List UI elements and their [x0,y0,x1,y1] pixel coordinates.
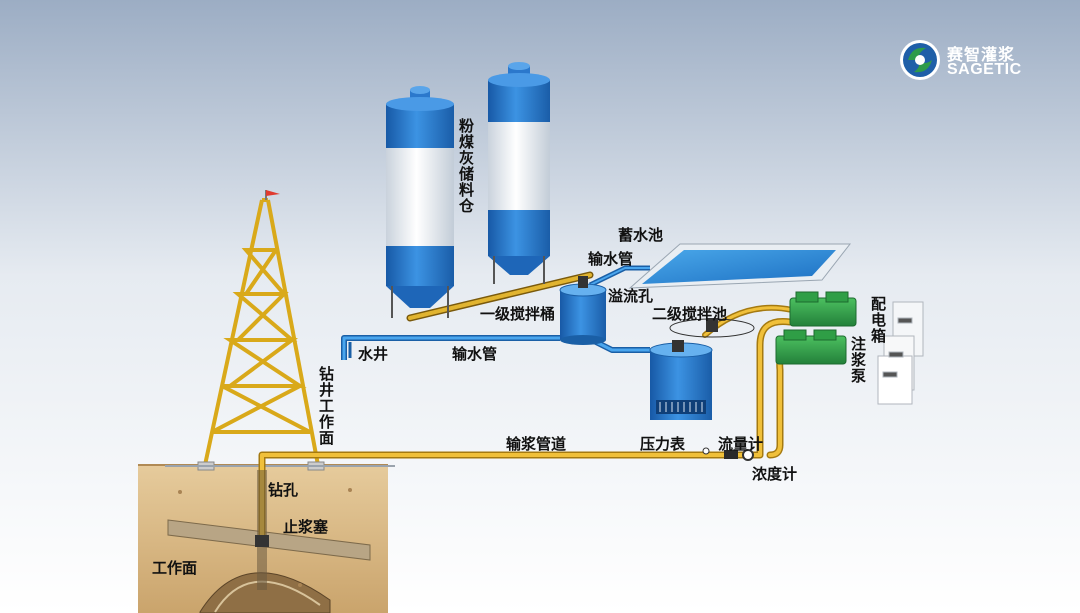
densimeter-icon [742,449,754,461]
mixer-1 [559,276,607,345]
label-well: 水井 [358,345,389,363]
label-mixer-2: 二级搅拌池 [652,305,728,323]
label-borehole: 钻孔 [268,481,299,499]
packer [255,535,269,547]
reservoir [628,243,852,289]
label-mixer-1: 一级搅拌桶 [480,305,556,323]
pressure-gauge-icon [702,447,710,455]
silo-left [386,86,454,318]
distribution-box [877,301,924,405]
label-grout-pump: 注浆泵 [849,336,867,384]
label-pressure-gauge: 压力表 [640,435,686,453]
drilling-tower [197,190,325,471]
label-densimeter: 浓度计 [752,465,798,483]
flag-icon [266,190,280,196]
borehole [255,470,269,590]
brand-name-en: SAGETIC [947,61,1022,78]
label-distribution-box: 配电箱 [869,296,887,344]
water-pipeline [341,265,650,360]
label-drill-face: 钻井工作面 [317,366,335,446]
brand-name-cn: 赛智灌浆 [947,45,1016,64]
flowmeter-icon [724,450,738,459]
label-water-pipe: 输水管 [452,345,498,363]
label-overflow: 溢流孔 [608,287,654,305]
mixer-2 [649,318,755,420]
silo-right [488,62,550,284]
label-slurry-pipe: 输浆管道 [506,435,567,453]
label-silo: 粉煤灰储料仓 [457,118,475,214]
grout-pump-lower [775,329,847,365]
label-reservoir: 蓄水池 [618,226,664,244]
sagetic-logo-icon [900,40,940,80]
label-flowmeter: 流量计 [718,435,764,453]
label-packer: 止浆塞 [283,518,329,536]
grout-pump-upper [789,291,857,327]
label-water-pipe-top: 输水管 [588,250,634,268]
label-work-face: 工作面 [152,559,198,577]
